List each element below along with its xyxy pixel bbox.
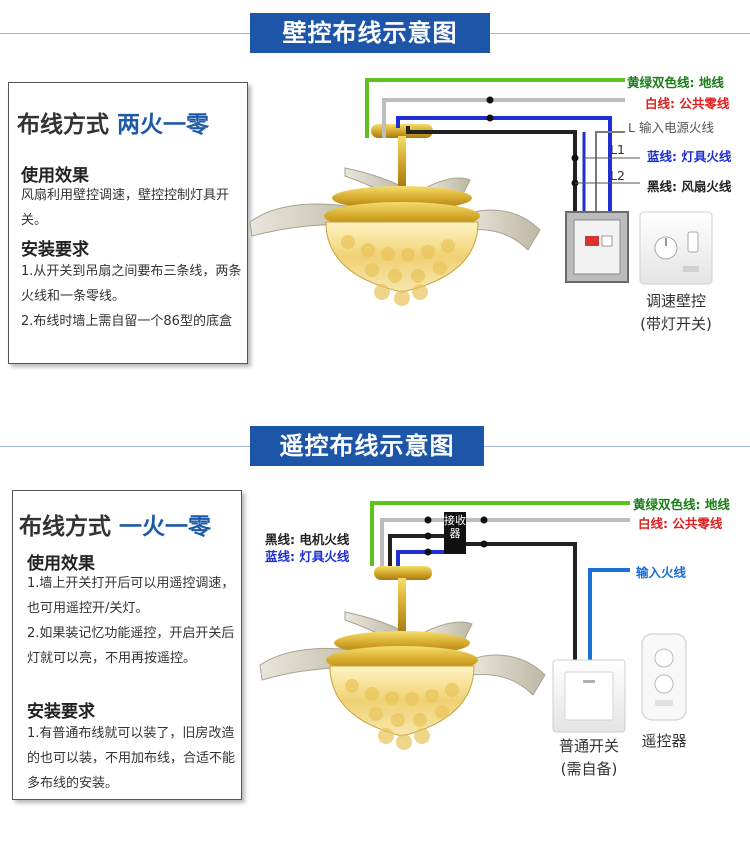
- section1-mode-prefix: 布线方式: [17, 112, 109, 138]
- section2-effect-item-1: 1.墙上开关打开后可以用遥控调速，也可用遥控开/关灯。: [27, 576, 235, 616]
- s1-fan-wire-label: 黑线: 风扇火线: [647, 179, 732, 194]
- section2-info-panel: 布线方式 一火一零 使用效果 1.墙上开关打开后可以用遥控调速，也可用遥控开/关…: [12, 490, 242, 800]
- s2-neutral-wire-label: 白线: 公共零线: [638, 516, 723, 531]
- section2-install-heading: 安装要求: [27, 702, 95, 722]
- s1-l1-label: L1: [610, 142, 625, 157]
- section2-effect-item-2: 2.如果装记忆功能遥控，开启开关后灯就可以亮，不用再按遥控。: [27, 626, 235, 666]
- section1-effect-text: 风扇利用壁控调速，壁控控制灯具开关。: [21, 188, 230, 228]
- section1-install-heading: 安装要求: [21, 240, 89, 260]
- receiver-box: 接收器: [444, 512, 466, 554]
- s1-caption-line2: (带灯开关): [640, 315, 712, 333]
- s1-caption-line1: 调速壁控: [645, 292, 706, 310]
- s1-input-wire-label: L 输入电源火线: [628, 120, 714, 135]
- s2-switch-caption: 普通开关 (需自备): [536, 735, 642, 781]
- s2-switch-caption-line1: 普通开关: [558, 737, 619, 755]
- s2-remote-caption: 遥控器: [641, 732, 687, 750]
- s1-lamp-wire-label: 蓝线: 灯具火线: [647, 149, 732, 164]
- s1-neutral-wire-label: 白线: 公共零线: [645, 96, 730, 111]
- s1-wall-control-caption: 调速壁控 (带灯开关): [624, 290, 728, 336]
- section1-junction-dots: [486, 96, 579, 187]
- section1-info-panel: 布线方式 两火一零 使用效果 风扇利用壁控调速，壁控控制灯具开关。 安装要求 1…: [8, 82, 248, 364]
- section2-mode-prefix: 布线方式: [19, 514, 111, 540]
- section1-title: 壁控布线示意图: [250, 13, 490, 53]
- s2-ground-wire-label: 黄绿双色线: 地线: [633, 497, 730, 512]
- section1-wiring-mode: 布线方式 两火一零: [17, 105, 209, 139]
- section2-junction-dots: [424, 516, 488, 556]
- remote-controller-device: [641, 633, 687, 721]
- s1-l2-label: L2: [610, 168, 625, 183]
- section1-mode-highlight: 两火一零: [117, 112, 210, 138]
- normal-wall-switch: [552, 659, 626, 733]
- s1-ground-wire-label: 黄绿双色线: 地线: [627, 75, 724, 90]
- section1-effect-heading: 使用效果: [21, 166, 89, 186]
- s2-input-wire-label: 输入火线: [636, 565, 687, 580]
- s2-lamp-wire-label: 蓝线: 灯具火线: [265, 549, 350, 564]
- section1-install-item-2: 2.布线时墙上需自留一个86型的底盒: [21, 314, 232, 329]
- speed-wall-control-panel: [639, 211, 713, 285]
- s2-motor-wire-label: 黑线: 电机火线: [265, 532, 350, 547]
- section2-install-text: 1.有普通布线就可以装了，旧房改造的也可以装，不用加布线，合适不能多布线的安装。: [27, 726, 236, 791]
- section1-install-item-1: 1.从开关到吊扇之间要布三条线，两条火线和一条零线。: [21, 264, 242, 304]
- ceiling-fan-wall-control: [249, 124, 541, 306]
- wall-box-86: [565, 211, 629, 283]
- s2-switch-caption-line2: (需自备): [560, 760, 618, 778]
- section2-effect-heading: 使用效果: [27, 554, 95, 574]
- section2-title: 遥控布线示意图: [250, 426, 484, 466]
- section2-mode-highlight: 一火一零: [119, 514, 212, 540]
- ceiling-fan-remote-control: [259, 566, 546, 750]
- section2-wiring-mode: 布线方式 一火一零: [19, 507, 211, 541]
